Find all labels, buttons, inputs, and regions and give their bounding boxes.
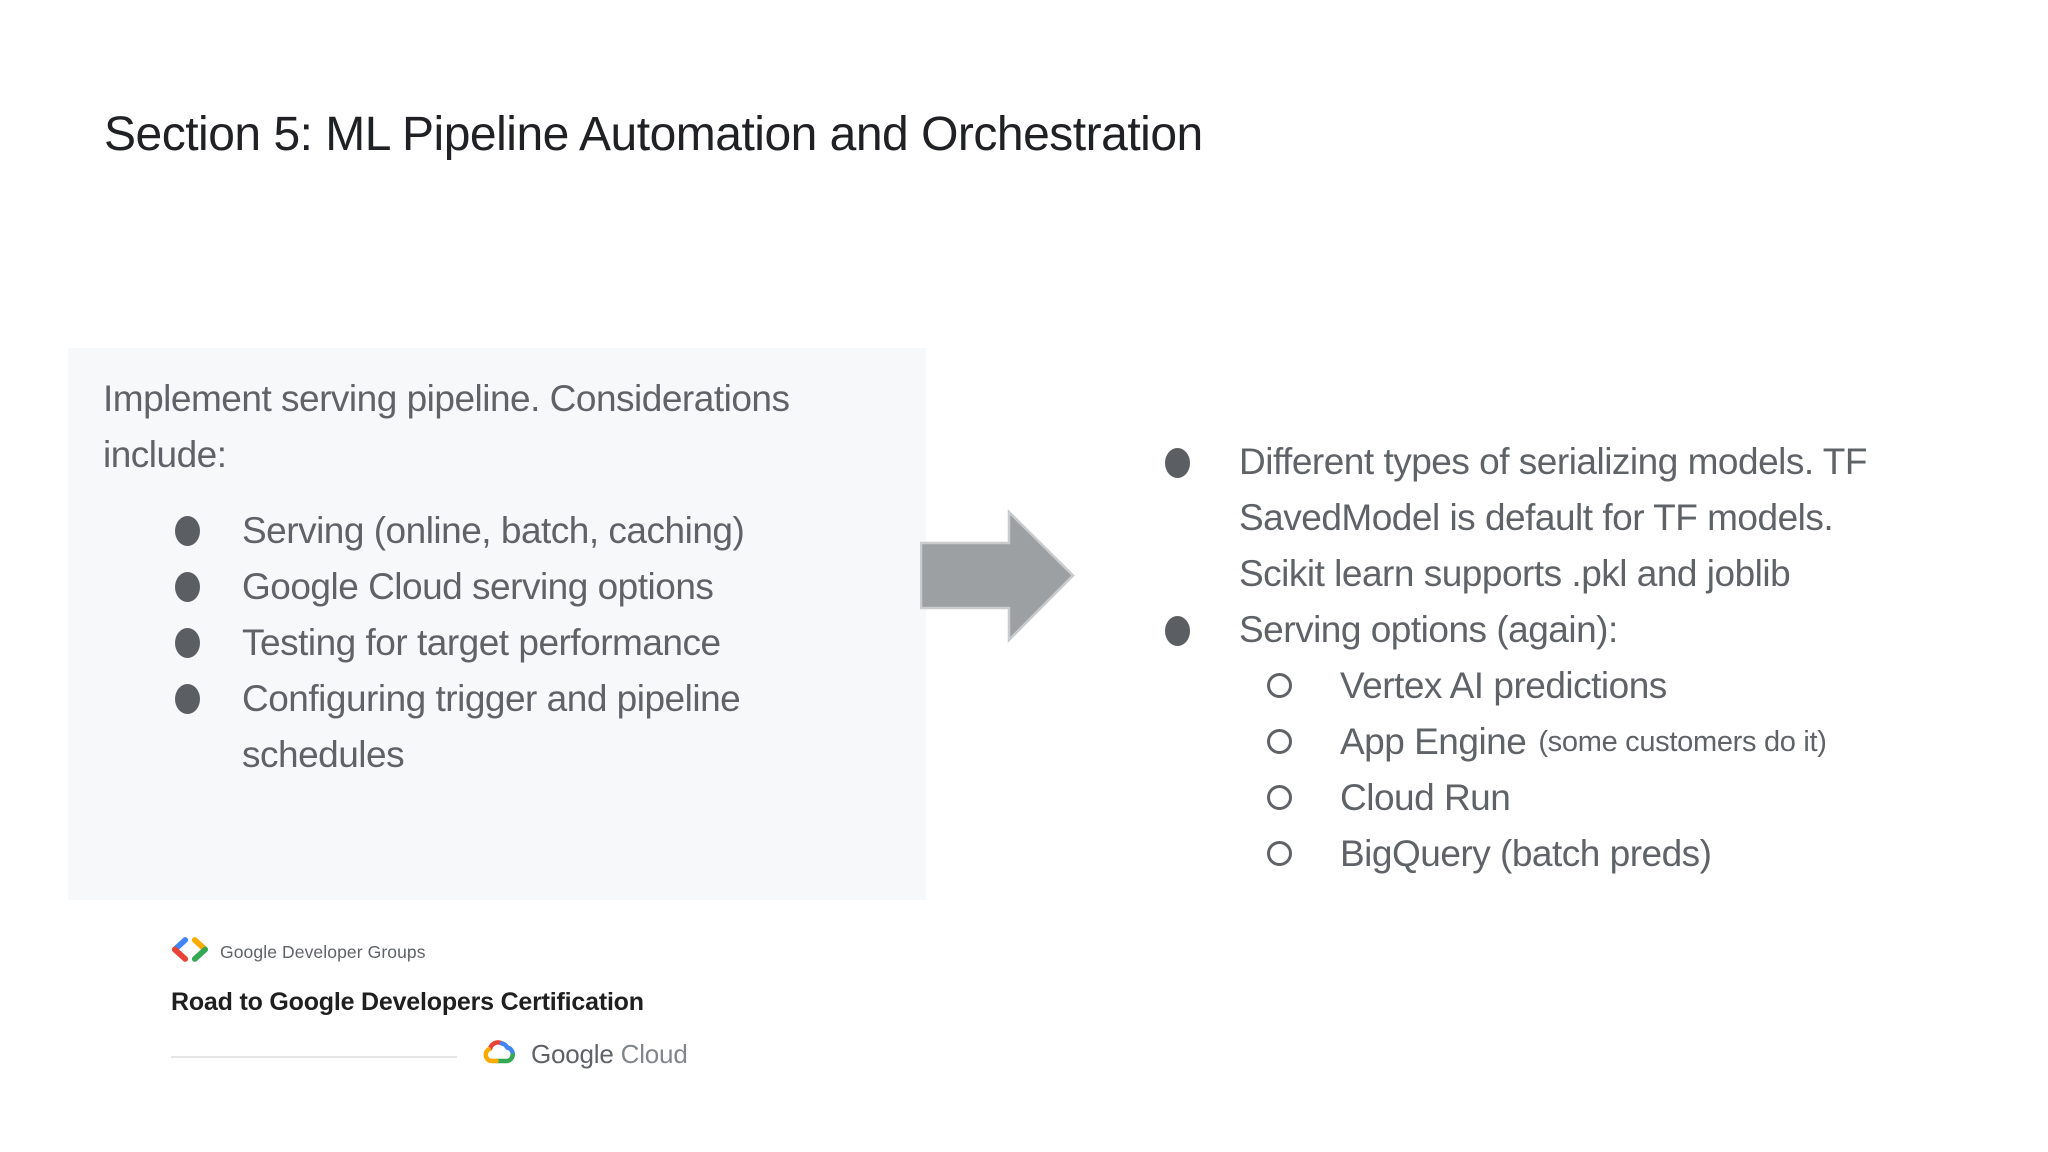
bullet-label: Configuring trigger and pipeline schedul… — [242, 678, 741, 775]
serving-options-sublist: Vertex AI predictions App Engine (some c… — [1150, 658, 2030, 882]
list-item: Cloud Run — [1150, 770, 2030, 826]
bullet-dot-icon — [175, 684, 200, 714]
bullet-label: Serving options (again): — [1239, 609, 1618, 650]
bullet-dot-icon — [175, 572, 200, 602]
sub-bullet-label: BigQuery (batch preds) — [1340, 833, 1712, 874]
divider-line — [171, 1056, 457, 1058]
gdg-label: Google Developer Groups — [220, 941, 426, 962]
code-brackets-icon — [171, 937, 209, 967]
sub-bullet-label: App Engine — [1340, 721, 1527, 762]
list-item: Serving options (again): — [1150, 602, 2030, 658]
bullet-label: Serving (online, batch, caching) — [242, 510, 745, 551]
bullet-dot-icon — [175, 516, 200, 546]
branding-block: Google Developer Groups Road to Google D… — [171, 937, 688, 1077]
list-item: BigQuery (batch preds) — [1150, 826, 2030, 882]
list-item: Vertex AI predictions — [1150, 658, 2030, 714]
list-item: Serving (online, batch, caching) — [103, 503, 896, 559]
sub-bullet-label: Cloud Run — [1340, 777, 1511, 818]
sub-bullet-label: Vertex AI predictions — [1340, 665, 1667, 706]
considerations-panel: Implement serving pipeline. Consideratio… — [68, 348, 926, 900]
list-item: Configuring trigger and pipeline schedul… — [103, 671, 896, 783]
google-cloud-icon — [483, 1037, 519, 1072]
google-word: Google — [531, 1039, 614, 1069]
bullet-label: Testing for target performance — [242, 622, 721, 663]
list-item: Different types of serializing models. T… — [1150, 434, 2030, 602]
serving-notes-column: Different types of serializing models. T… — [1150, 434, 2030, 882]
gdg-logo-row: Google Developer Groups — [171, 937, 644, 967]
bullet-circle-icon — [1267, 729, 1292, 754]
program-title: Road to Google Developers Certification — [171, 988, 644, 1016]
bullet-circle-icon — [1267, 785, 1292, 810]
list-item: App Engine (some customers do it) — [1150, 714, 2030, 770]
bullet-label: Google Cloud serving options — [242, 566, 714, 607]
sub-bullet-note: (some customers do it) — [1538, 726, 1827, 758]
bullet-circle-icon — [1267, 673, 1292, 698]
cloud-word: Cloud — [620, 1039, 688, 1069]
panel-intro-text: Implement serving pipeline. Consideratio… — [103, 378, 790, 475]
bullet-label: Different types of serializing models. T… — [1239, 441, 1867, 594]
bullet-dot-icon — [1165, 616, 1190, 646]
notes-bullet-list: Different types of serializing models. T… — [1150, 434, 2030, 658]
bullet-dot-icon — [175, 628, 200, 658]
bullet-circle-icon — [1267, 841, 1292, 866]
page-title: Section 5: ML Pipeline Automation and Or… — [104, 108, 1203, 161]
right-block-arrow-icon — [919, 508, 1076, 648]
list-item: Google Cloud serving options — [103, 559, 896, 615]
panel-bullet-list: Serving (online, batch, caching) Google … — [103, 503, 896, 783]
bullet-dot-icon — [1165, 448, 1190, 478]
list-item: Testing for target performance — [103, 615, 896, 671]
